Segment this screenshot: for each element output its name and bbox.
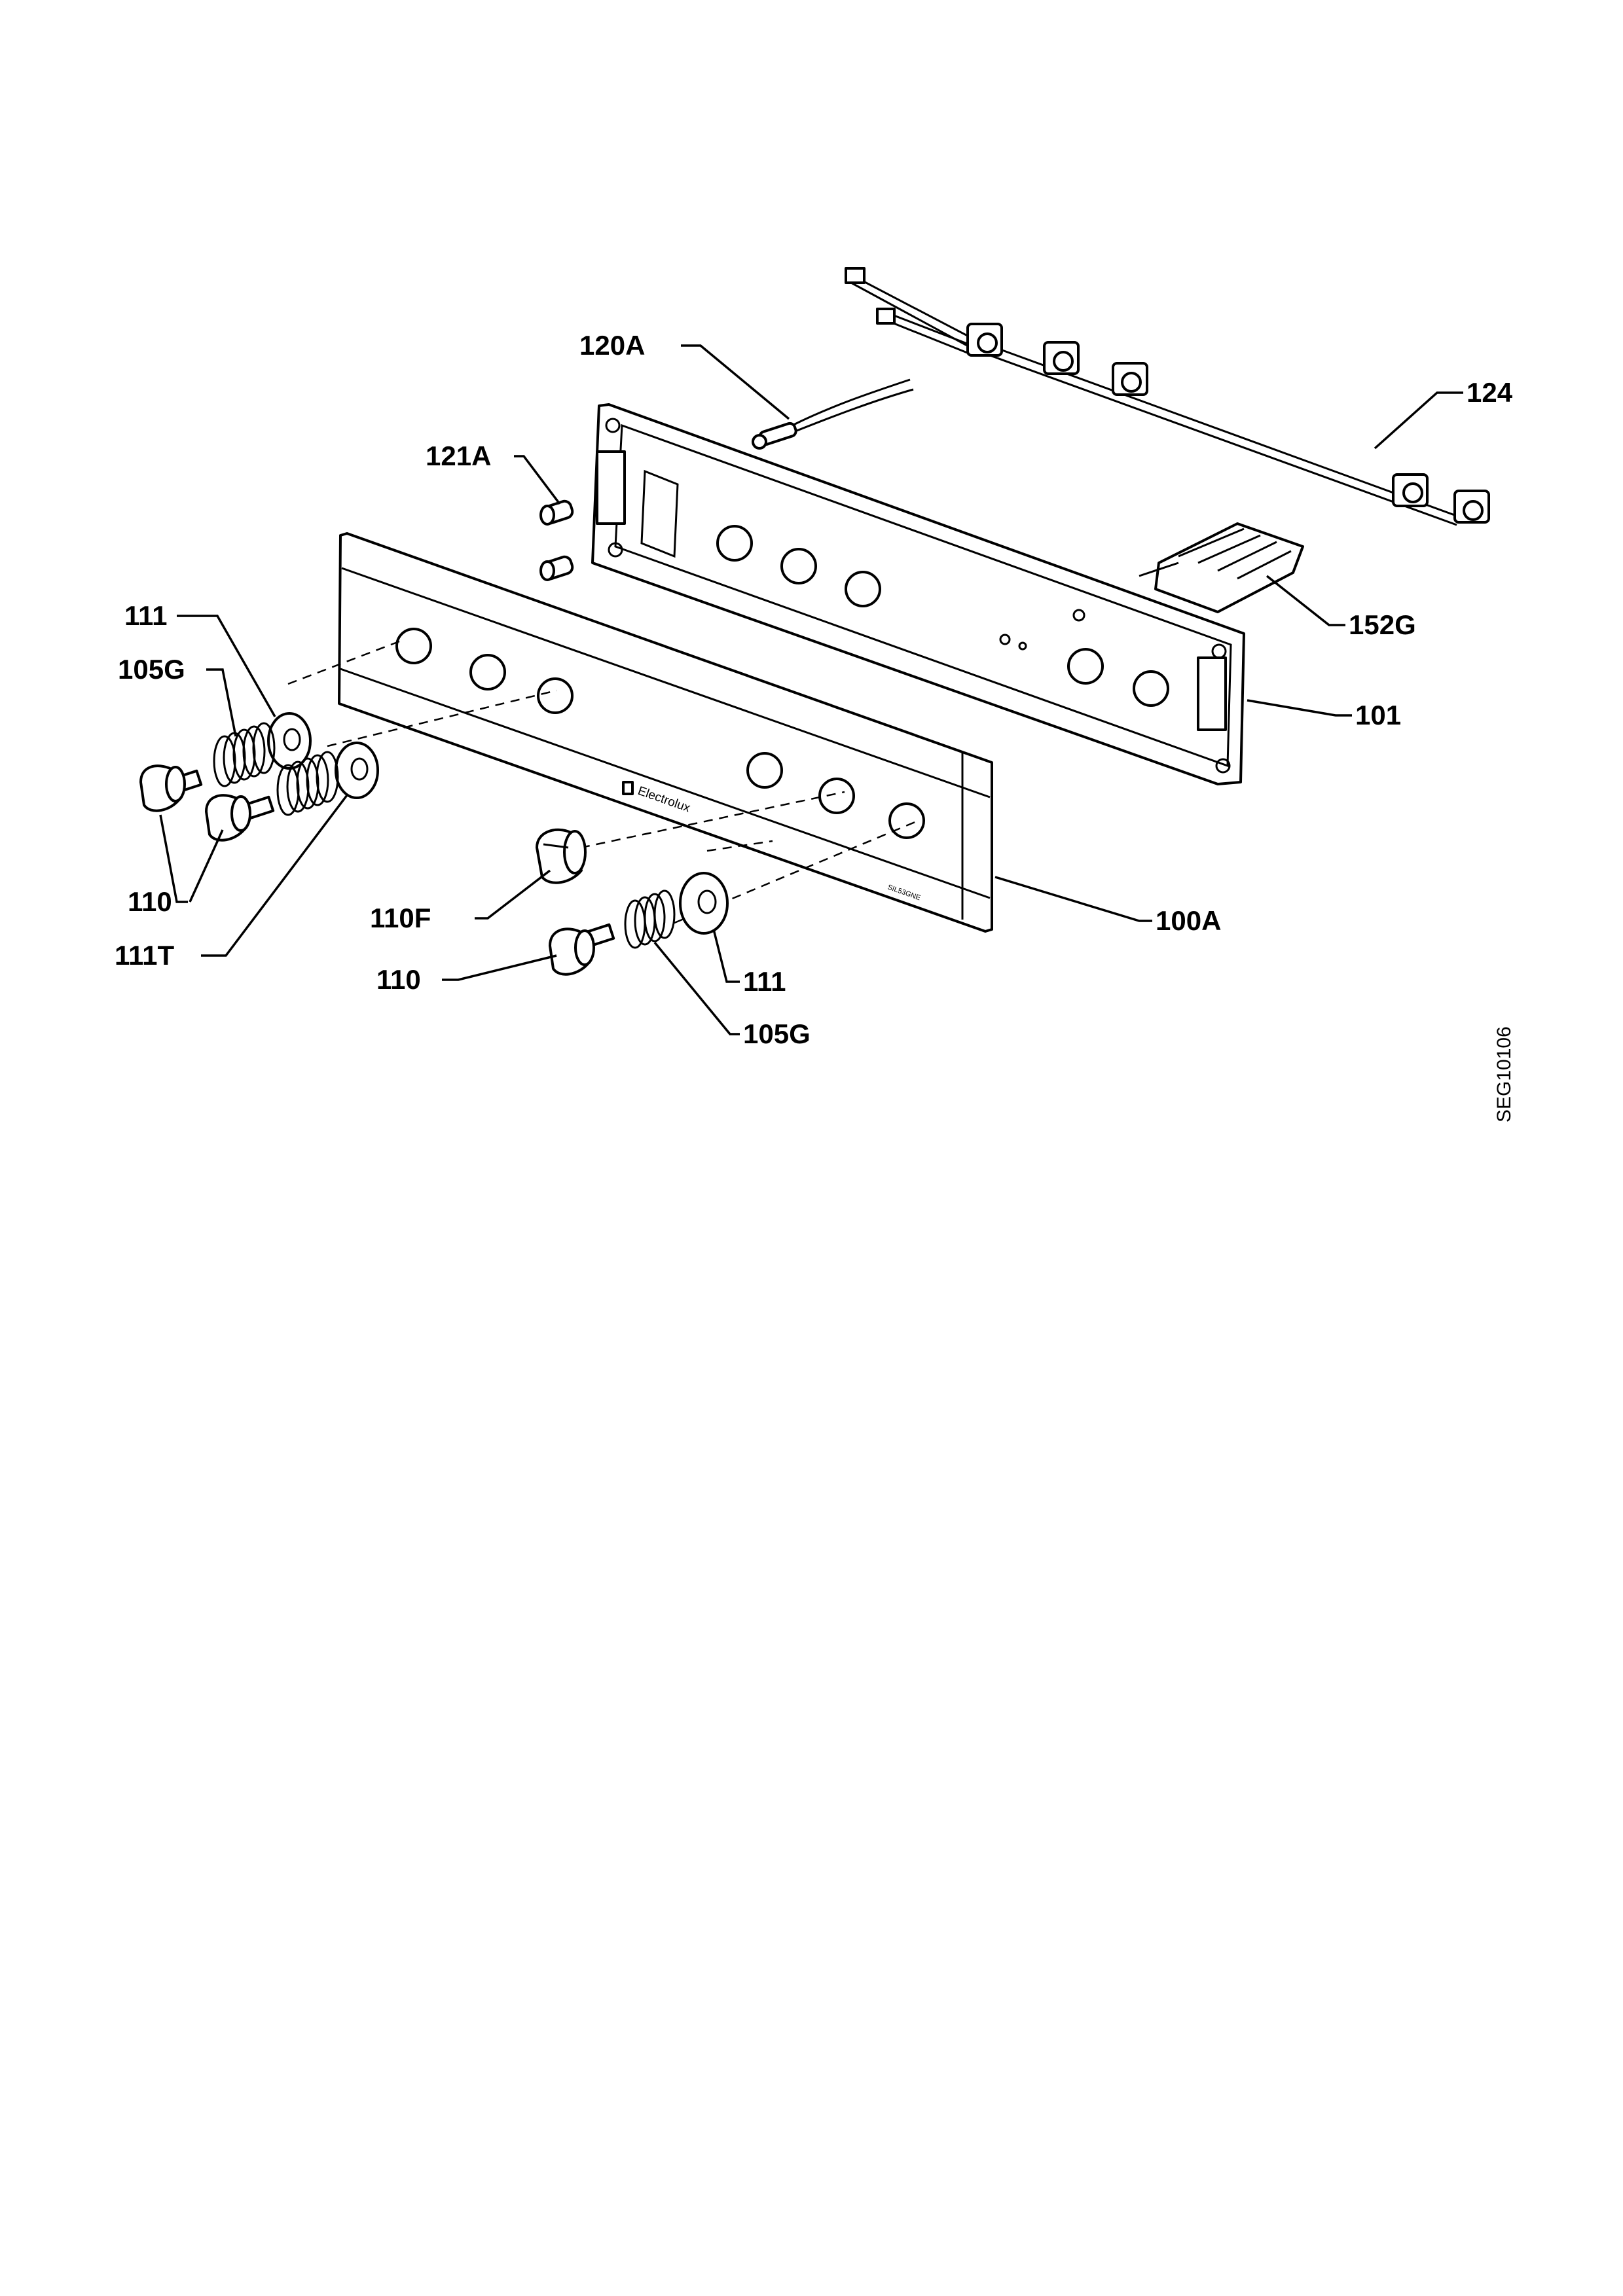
terminal-block xyxy=(1139,522,1304,613)
wire-harness xyxy=(845,267,1490,526)
spring xyxy=(624,889,676,949)
control-knob xyxy=(139,764,203,812)
lamp-holder xyxy=(539,499,574,581)
control-knob xyxy=(205,794,275,842)
label-105G-top: 105G xyxy=(118,654,185,685)
label-121A: 121A xyxy=(426,440,491,471)
leader-lines xyxy=(159,344,1463,1035)
control-knob xyxy=(536,828,587,884)
knob-bezel xyxy=(267,712,312,770)
control-panel-frame xyxy=(591,403,1245,785)
label-101: 101 xyxy=(1355,700,1401,730)
label-111-bottom: 111 xyxy=(743,966,786,997)
label-100A: 100A xyxy=(1156,905,1221,936)
drawing-code: SEG10106 xyxy=(1493,1026,1515,1122)
label-120A: 120A xyxy=(579,330,645,361)
label-111-top: 111 xyxy=(124,600,167,631)
label-105G-bottom: 105G xyxy=(743,1018,811,1049)
spring xyxy=(276,751,339,816)
knob-assembly-bottom xyxy=(536,828,729,976)
alignment-lines xyxy=(287,640,917,924)
ignition-switch xyxy=(966,323,1490,524)
control-knob xyxy=(549,923,615,976)
knob-bezel xyxy=(679,872,729,935)
front-fascia-panel: Electrolux SIL53GNE xyxy=(338,532,993,933)
label-152G: 152G xyxy=(1349,609,1416,640)
thermocouple xyxy=(752,378,914,450)
knob-bezel xyxy=(335,742,379,799)
part-labels: 120A 124 121A 111 105G 152G 101 110 111T… xyxy=(115,330,1513,1049)
knob-assembly-left xyxy=(139,712,379,842)
connector-plug xyxy=(845,267,896,325)
label-110-bottom: 110 xyxy=(376,964,421,995)
label-110F: 110F xyxy=(370,903,431,933)
label-111T: 111T xyxy=(115,940,174,971)
label-124: 124 xyxy=(1467,377,1513,408)
spring xyxy=(213,722,276,787)
label-110-left: 110 xyxy=(128,886,172,917)
